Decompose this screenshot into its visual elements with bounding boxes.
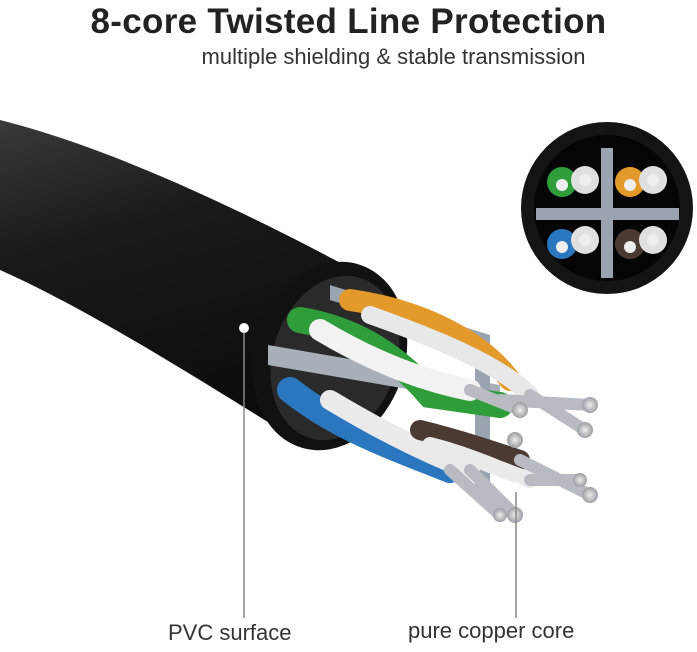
subheadline: multiple shielding & stable transmission <box>201 44 586 69</box>
headline: 8-core Twisted Line Protection <box>90 2 607 41</box>
pvc-surface-label: PVC surface <box>168 620 292 645</box>
copper-core-tips <box>493 397 598 523</box>
copper-marker <box>511 482 521 492</box>
twisted-pairs <box>277 289 596 521</box>
cross-section-inset <box>521 122 693 294</box>
pvc-marker <box>239 323 249 333</box>
copper-core-label: pure copper core <box>408 618 575 643</box>
